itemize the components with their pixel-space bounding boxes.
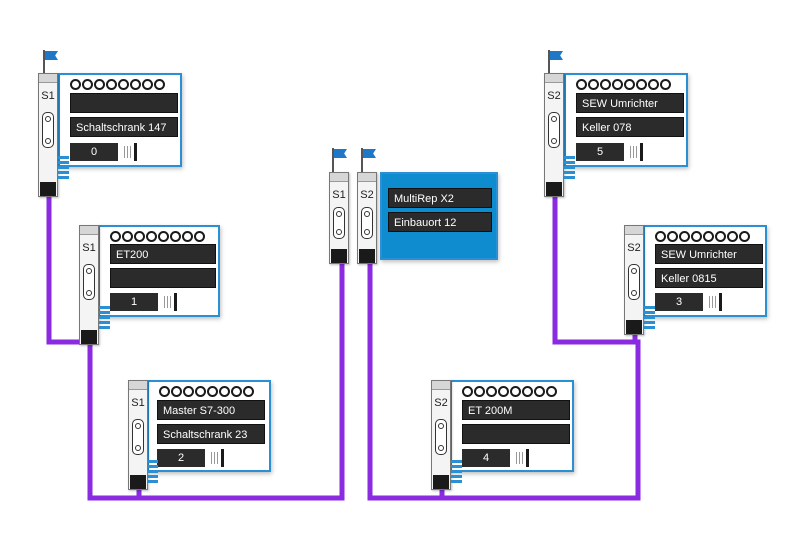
device-location-field[interactable]: Schaltschrank 23 <box>157 424 265 444</box>
address-selector[interactable] <box>122 143 144 161</box>
device-location-field[interactable] <box>462 424 570 444</box>
terminal-pins <box>655 231 750 243</box>
port-s2[interactable]: S2 <box>357 172 377 264</box>
device-card[interactable]: Schaltschrank 147 0 <box>58 73 182 167</box>
led-strip <box>451 460 462 484</box>
device-name-field[interactable]: ET 200M <box>462 400 570 420</box>
flag-icon <box>40 50 62 78</box>
terminal-pins <box>70 79 165 91</box>
device-card[interactable]: ET 200M 4 <box>450 380 574 472</box>
device-card[interactable]: SEW Umrichter Keller 0815 3 <box>643 225 767 317</box>
terminal-pins <box>159 386 254 398</box>
repeater-body[interactable]: MultiRep X2 Einbauort 12 <box>380 172 498 260</box>
port-label: S2 <box>627 242 641 254</box>
address-display: 1 <box>110 293 158 311</box>
terminal-pins <box>110 231 205 243</box>
device-name-field[interactable]: SEW Umrichter <box>576 93 684 113</box>
device-location-field[interactable]: Keller 0815 <box>655 268 763 288</box>
port-label: S1 <box>131 397 145 409</box>
device-name-field[interactable]: ET200 <box>110 244 216 264</box>
port-label: S1 <box>332 189 346 201</box>
address-selector[interactable] <box>514 449 536 467</box>
sub-d-connector-icon <box>333 207 345 239</box>
terminal-pins <box>576 79 671 91</box>
address-selector[interactable] <box>707 293 729 311</box>
port-label: S1 <box>41 90 55 102</box>
port-label: S2 <box>547 90 561 102</box>
device-card[interactable]: SEW Umrichter Keller 078 5 <box>564 73 688 167</box>
address-display: 3 <box>655 293 703 311</box>
device-location-field[interactable]: Schaltschrank 147 <box>70 117 178 137</box>
led-strip <box>644 306 655 330</box>
address-selector[interactable] <box>628 143 650 161</box>
terminal-pins <box>462 386 557 398</box>
flag-icon <box>358 148 380 176</box>
sub-d-connector-icon <box>42 112 54 148</box>
device-card[interactable]: ET200 1 <box>98 225 220 317</box>
sub-d-connector-icon <box>548 112 560 148</box>
sub-d-connector-icon <box>628 264 640 300</box>
port-s2[interactable]: S2 <box>624 225 644 335</box>
address-display: 2 <box>157 449 205 467</box>
port-label: S1 <box>82 242 96 254</box>
device-card[interactable]: Master S7-300 Schaltschrank 23 2 <box>147 380 271 472</box>
led-strip <box>147 460 158 484</box>
led-strip <box>564 156 575 180</box>
led-strip <box>99 306 110 330</box>
led-strip <box>58 156 69 180</box>
cable-segment-left[interactable] <box>46 175 345 501</box>
device-name-field[interactable] <box>70 93 178 113</box>
cable-segment-right[interactable] <box>367 175 641 501</box>
device-location-field[interactable]: Keller 078 <box>576 117 684 137</box>
address-selector[interactable] <box>209 449 231 467</box>
port-s2[interactable]: S2 <box>544 73 564 197</box>
device-name-field[interactable]: SEW Umrichter <box>655 244 763 264</box>
address-display: 4 <box>462 449 510 467</box>
sub-d-connector-icon <box>435 419 447 455</box>
flag-icon <box>545 50 567 78</box>
sub-d-connector-icon <box>83 264 95 300</box>
port-s2[interactable]: S2 <box>431 380 451 490</box>
sub-d-connector-icon <box>361 207 373 239</box>
port-s1[interactable]: S1 <box>38 73 58 197</box>
port-label: S2 <box>360 189 374 201</box>
port-s1[interactable]: S1 <box>128 380 148 490</box>
port-s1[interactable]: S1 <box>329 172 349 264</box>
port-s1[interactable]: S1 <box>79 225 99 345</box>
address-display: 5 <box>576 143 624 161</box>
device-location-field[interactable]: Einbauort 12 <box>388 212 492 232</box>
sub-d-connector-icon <box>132 419 144 455</box>
port-label: S2 <box>434 397 448 409</box>
address-selector[interactable] <box>162 293 184 311</box>
device-location-field[interactable] <box>110 268 216 288</box>
flag-icon <box>329 148 351 176</box>
address-display: 0 <box>70 143 118 161</box>
device-name-field[interactable]: Master S7-300 <box>157 400 265 420</box>
device-name-field[interactable]: MultiRep X2 <box>388 188 492 208</box>
